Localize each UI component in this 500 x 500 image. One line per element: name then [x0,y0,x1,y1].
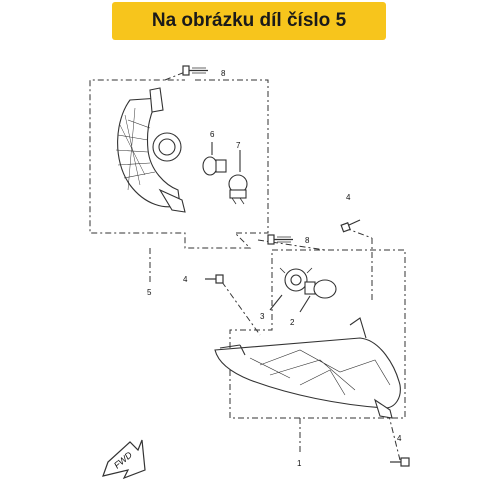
screw-8-top [182,65,208,76]
front-lamp-lens [214,317,401,419]
bulb-6 [202,142,227,176]
callout-3: 3 [260,312,265,321]
callout-8-mid: 8 [305,236,310,245]
callout-4-left: 4 [183,275,188,284]
callout-1: 1 [297,459,302,468]
rear-lamp-housing [115,87,186,213]
rear-lamp-frame [89,79,269,249]
callout-5: 5 [147,288,152,297]
callout-7: 7 [236,141,241,150]
callout-2: 2 [290,318,295,327]
screw-8-mid [267,234,293,245]
fwd-label: FWD [112,449,135,470]
socket-3 [269,267,313,311]
callout-8-top: 8 [221,69,226,78]
callout-4-bottom: 4 [397,434,402,443]
callout-6: 6 [210,130,215,139]
screw-4-bottom [390,457,410,467]
front-lamp-frame [229,249,406,419]
fwd-arrow-icon [102,439,146,480]
screw-4-left [205,274,224,284]
callout-4-right: 4 [346,193,351,202]
bulb-2 [299,279,337,313]
screw-4-right [340,219,361,233]
socket-7 [228,150,248,205]
caption-text: Na obrázku díl číslo 5 [151,10,347,31]
caption-banner: Na obrázku díl číslo 5 [112,2,386,40]
